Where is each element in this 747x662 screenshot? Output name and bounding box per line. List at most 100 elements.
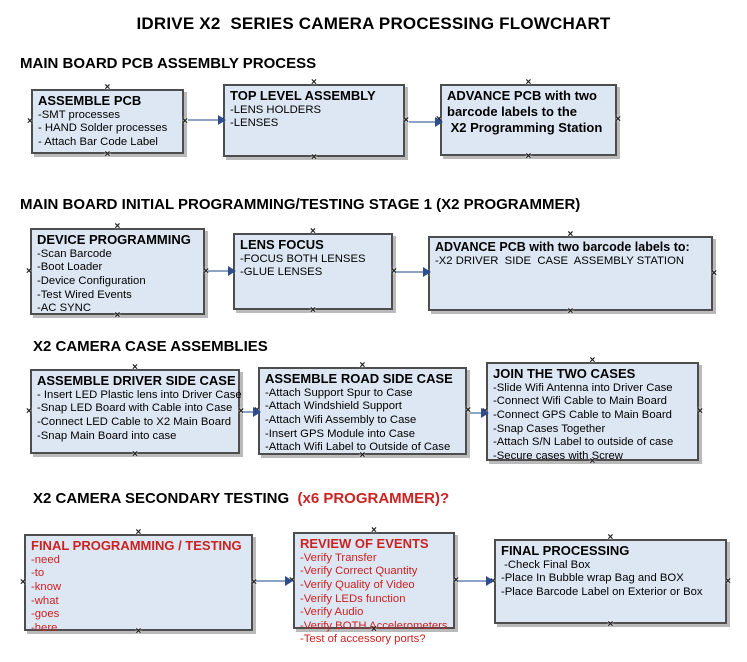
box-item: -Insert GPS Module into Case (265, 427, 416, 440)
box-item: -Attach Wifi Label to Outside of Case (265, 441, 451, 454)
box-item: -Verify Audio (300, 606, 364, 619)
box-item: -Snap LED Board with Cable into Case (37, 402, 233, 415)
box-item-list: -Scan Barcode-Boot Loader-Device Configu… (37, 248, 198, 316)
box-item-list: -Attach Support Spur to Case-Attach Wind… (265, 387, 460, 455)
box-assemble-pcb[interactable]: ASSEMBLE PCB -SMT processes- HAND Solder… (27, 83, 188, 160)
box-item: -Attach Support Spur to Case (265, 386, 413, 399)
box-item: -Test Wired Events (37, 288, 132, 301)
box-review-of-events[interactable]: REVIEW OF EVENTS -Verify Transfer-Verify… (289, 526, 459, 646)
box-lens-focus[interactable]: LENS FOCUS -FOCUS BOTH LENSES-GLUE LENSE… (229, 227, 397, 316)
box-join-the-two-cases[interactable]: JOIN THE TWO CASES -Slide Wifi Antenna i… (482, 356, 703, 467)
box-item-list: -Verify Transfer-Verify Correct Quantity… (300, 552, 448, 647)
box-top-level-assembly[interactable]: TOP LEVEL ASSEMBLY -LENS HOLDERS-LENSES … (219, 78, 409, 163)
box-item: -Connect Wifi Cable to Main Board (493, 395, 667, 408)
section-heading-secondary-testing: X2 CAMERA SECONDARY TESTING (x6 PROGRAMM… (33, 490, 449, 507)
connection-handle-icon: × (567, 229, 574, 240)
box-device-programming[interactable]: DEVICE PROGRAMMING -Scan Barcode-Boot Lo… (26, 222, 209, 321)
connection-handle-icon: × (311, 77, 317, 88)
flow-arrow[interactable] (458, 576, 494, 586)
arrowhead-icon (218, 115, 226, 125)
connection-handle-icon: × (132, 449, 138, 460)
box-item: -Verify BOTH Accelerometers (300, 619, 448, 632)
box-item: -what (31, 594, 59, 607)
box-item: -AC SYNC (37, 302, 91, 315)
box-assemble-driver-side-case[interactable]: ASSEMBLE DRIVER SIDE CASE - Insert LED P… (26, 363, 244, 460)
box-title: DEVICE PROGRAMMING (37, 232, 191, 247)
box-item-list: - Insert LED Plastic lens into Driver Ca… (37, 389, 242, 443)
box-assemble-road-side-case[interactable]: ASSEMBLE ROAD SIDE CASE -Attach Support … (254, 361, 471, 461)
arrowhead-icon (228, 266, 236, 276)
box-advance-pcb-driver-side[interactable]: ADVANCE PCB with two barcode labels to: … (424, 230, 717, 317)
arrowhead-icon (253, 407, 261, 417)
box-title: ASSEMBLE PCB (38, 93, 142, 108)
box-item: -need (31, 553, 60, 566)
connection-handle-icon: × (104, 149, 111, 160)
box-title: ADVANCE PCB with two barcode labels to t… (447, 88, 603, 135)
connection-handle-icon: × (104, 82, 111, 93)
connection-handle-icon: × (132, 362, 138, 373)
box-item: -LENS HOLDERS (230, 103, 322, 116)
box-item: -to (31, 567, 45, 580)
box-final-programming-testing[interactable]: FINAL PROGRAMMING / TESTING -need-to-kno… (20, 528, 257, 637)
connection-handle-icon: × (589, 355, 596, 366)
flow-arrow[interactable] (188, 115, 226, 125)
section-heading-text: MAIN BOARD PCB ASSEMBLY PROCESS (20, 55, 317, 72)
connection-handle-icon: × (310, 226, 316, 237)
connection-handle-icon: × (725, 575, 731, 587)
connection-handle-icon: × (615, 114, 621, 125)
flowchart-title: IDRIVE X2 SERIES CAMERA PROCESSING FLOWC… (136, 14, 611, 33)
box-item-list: -SMT processes- HAND Solder processes- A… (38, 109, 177, 150)
box-advance-pcb-programming-station[interactable]: ADVANCE PCB with two barcode labels to t… (436, 78, 621, 162)
connection-handle-icon: × (607, 532, 614, 543)
box-item: - Attach Bar Code Label (38, 135, 158, 148)
box-item-list: -LENS HOLDERS-LENSES (230, 104, 398, 131)
box-item-list: -Slide Wifi Antenna into Driver Case-Con… (493, 382, 692, 463)
box-item: -Secure cases with Screw (493, 449, 623, 462)
box-item: -Verify Quality of Video (300, 578, 415, 591)
flow-arrow[interactable] (409, 117, 443, 127)
section-heading-text: MAIN BOARD INITIAL PROGRAMMING/TESTING S… (20, 196, 581, 213)
arrowhead-icon (481, 408, 489, 418)
box-item: -here (31, 621, 58, 634)
box-item: -Scan Barcode (37, 247, 112, 260)
box-item: -Attach S/N Label to outside of case (493, 436, 674, 449)
box-item: -Boot Loader (37, 261, 103, 274)
arrowhead-icon (285, 576, 293, 586)
box-final-processing[interactable]: FINAL PROCESSING -Check Final Box-Place … (490, 533, 731, 630)
connection-handle-icon: × (525, 151, 532, 162)
flow-arrow[interactable] (256, 576, 293, 586)
flow-arrow[interactable] (208, 266, 236, 276)
connection-handle-icon: × (311, 152, 317, 163)
box-item: -Place Barcode Label on Exterior or Box (501, 585, 703, 598)
connection-handle-icon: × (711, 267, 717, 279)
box-item: -Slide Wifi Antenna into Driver Case (493, 381, 673, 394)
box-title: ADVANCE PCB with two barcode labels to: (435, 240, 690, 254)
box-item: -Device Configuration (37, 274, 146, 287)
connection-handle-icon: × (310, 305, 316, 316)
connection-handle-icon: × (371, 525, 377, 536)
connection-handle-icon: × (607, 619, 614, 630)
box-title: LENS FOCUS (240, 237, 324, 252)
flow-arrow[interactable] (243, 407, 261, 417)
connection-handle-icon: × (114, 221, 121, 232)
flow-arrow[interactable] (470, 408, 489, 418)
box-item: -Snap Main Board into case (37, 429, 177, 442)
connection-handle-icon: × (20, 576, 26, 588)
box-item-list: -X2 DRIVER SIDE CASE ASSEMBLY STATION (435, 255, 706, 269)
box-item: -Connect GPS Cable to Main Board (493, 408, 672, 421)
connection-handle-icon: × (525, 77, 532, 88)
box-item: -Check Final Box (501, 558, 591, 571)
box-title: FINAL PROCESSING (501, 543, 630, 558)
box-item-list: -need-to-know-what-goes-here (31, 554, 246, 635)
box-item: -goes (31, 608, 60, 621)
box-item-list: -FOCUS BOTH LENSES-GLUE LENSES (240, 253, 386, 280)
box-title: FINAL PROGRAMMING / TESTING (31, 538, 242, 553)
section-heading-text: X2 CAMERA CASE ASSEMBLIES (33, 338, 268, 355)
box-title: ASSEMBLE DRIVER SIDE CASE (37, 373, 236, 388)
section-heading-case-assemblies: X2 CAMERA CASE ASSEMBLIES (33, 338, 268, 355)
flow-arrow[interactable] (396, 267, 431, 277)
box-title: JOIN THE TWO CASES (493, 366, 636, 381)
section-heading-pcb-assembly: MAIN BOARD PCB ASSEMBLY PROCESS (20, 55, 316, 72)
box-item-list: -Check Final Box-Place In Bubble wrap Ba… (501, 559, 720, 600)
